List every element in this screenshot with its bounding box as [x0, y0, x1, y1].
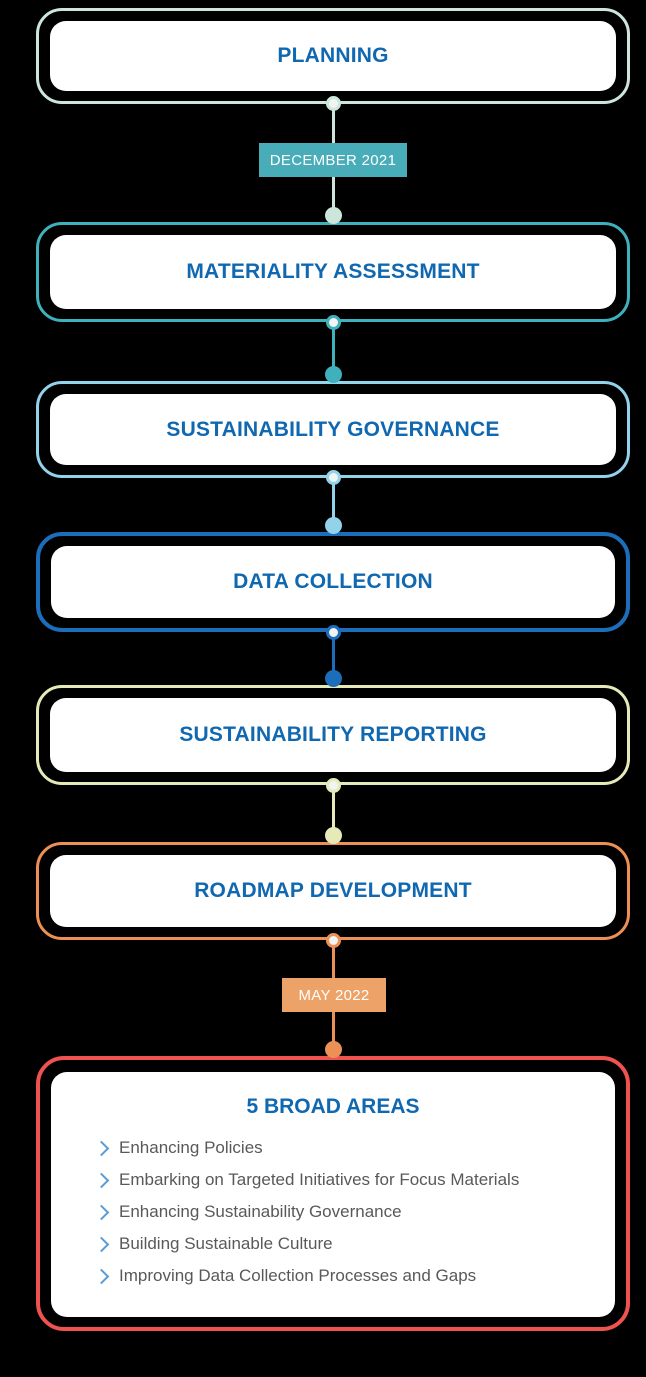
chevron-right-icon: [93, 1268, 110, 1284]
connector-line: [332, 785, 335, 843]
list-item-label: Embarking on Targeted Initiatives for Fo…: [119, 1170, 520, 1189]
stage-inner-panel: PLANNING: [50, 21, 616, 91]
stage-box-planning: PLANNING: [36, 8, 630, 104]
list-item-label: Enhancing Sustainability Governance: [119, 1202, 402, 1221]
list-item: Enhancing Policies: [93, 1135, 263, 1161]
connector-ring: [326, 315, 341, 330]
stage-inner-panel: MATERIALITY ASSESSMENT: [50, 235, 616, 309]
chevron-right-icon: [93, 1172, 110, 1188]
connector-ring: [326, 625, 341, 640]
connector-dot: [325, 366, 342, 383]
stage-inner-panel: DATA COLLECTION: [51, 546, 615, 618]
connector-dot: [325, 670, 342, 687]
stage-label: PLANNING: [277, 44, 389, 67]
stage-box-materiality-assessment: MATERIALITY ASSESSMENT: [36, 222, 630, 322]
outcome-title: 5 BROAD AREAS: [246, 1095, 420, 1118]
list-item: Embarking on Targeted Initiatives for Fo…: [93, 1167, 520, 1193]
stage-label: DATA COLLECTION: [233, 570, 433, 593]
stage-box-data-collection: DATA COLLECTION: [36, 532, 630, 632]
chevron-right-icon: [93, 1140, 110, 1156]
stage-inner-panel: SUSTAINABILITY REPORTING: [50, 698, 616, 772]
connector-dot: [325, 517, 342, 534]
stage-inner-panel: ROADMAP DEVELOPMENT: [50, 855, 616, 927]
connector-dot: [325, 1041, 342, 1058]
chevron-right-icon: [93, 1204, 110, 1220]
list-item: Building Sustainable Culture: [93, 1231, 333, 1257]
connector-line: [332, 477, 335, 533]
list-item-label: Enhancing Policies: [119, 1138, 263, 1157]
connector-dot: [325, 207, 342, 224]
stage-label: ROADMAP DEVELOPMENT: [194, 879, 472, 902]
stage-label: SUSTAINABILITY GOVERNANCE: [166, 417, 500, 441]
chevron-right-icon: [93, 1236, 110, 1252]
milestone-badge-december-2021: DECEMBER 2021: [259, 143, 407, 177]
stage-box-roadmap-development: ROADMAP DEVELOPMENT: [36, 842, 630, 940]
outcome-box-5-broad-areas: [36, 1056, 630, 1331]
outcome-inner-panel: [51, 1072, 615, 1317]
stage-box-sustainability-reporting: SUSTAINABILITY REPORTING: [36, 685, 630, 785]
stage-label: SUSTAINABILITY REPORTING: [179, 723, 487, 746]
connector-line: [332, 322, 335, 382]
connector-ring: [326, 778, 341, 793]
connector-line: [332, 632, 335, 686]
list-item-label: Improving Data Collection Processes and …: [119, 1266, 477, 1285]
list-item: Improving Data Collection Processes and …: [93, 1263, 477, 1289]
connector-dot: [325, 827, 342, 844]
stage-inner-panel: SUSTAINABILITY GOVERNANCE: [50, 394, 616, 465]
stage-box-sustainability-governance: SUSTAINABILITY GOVERNANCE: [36, 381, 630, 478]
list-item: Enhancing Sustainability Governance: [93, 1199, 402, 1225]
milestone-badge-may-2022: MAY 2022: [282, 978, 386, 1012]
connector-ring: [326, 933, 341, 948]
connector-ring: [326, 96, 341, 111]
list-item-label: Building Sustainable Culture: [119, 1234, 333, 1253]
stage-label: MATERIALITY ASSESSMENT: [186, 260, 480, 283]
connector-ring: [326, 470, 341, 485]
